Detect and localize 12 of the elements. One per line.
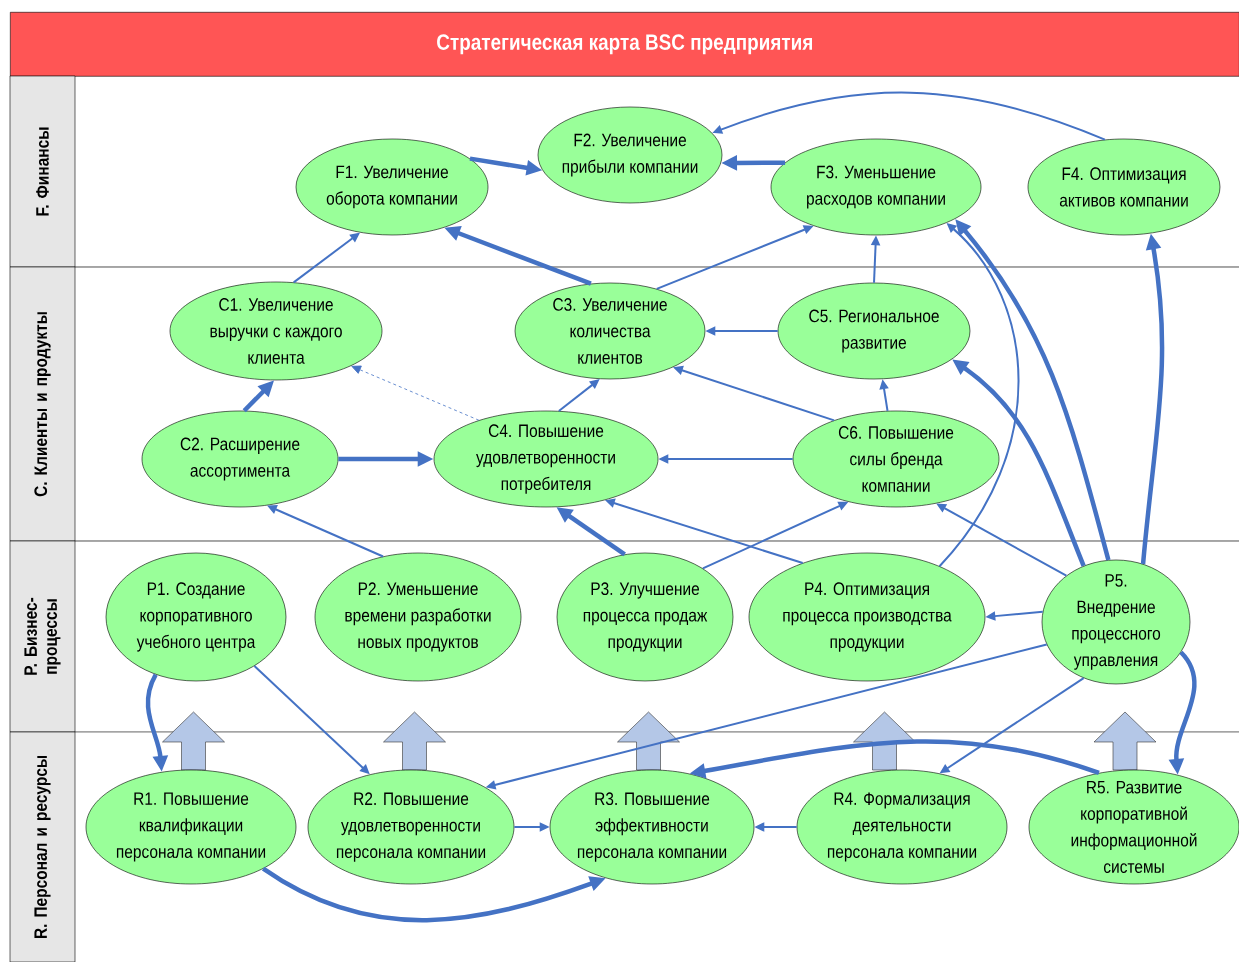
arrow <box>938 223 1020 568</box>
block-arrow <box>617 711 680 771</box>
block-arrow <box>162 711 225 771</box>
lane-header: C. Клиенты и продукты <box>9 266 76 542</box>
lane-header: R. Персонал и ресурсы <box>9 731 76 962</box>
lane-header: F. Финансы <box>9 75 76 268</box>
title-banner: Стратегическая карта BSC предприятия <box>10 12 1239 77</box>
block-arrow <box>853 711 916 771</box>
arrow <box>351 365 480 421</box>
lane-header: P. Бизнес-процессы <box>9 540 76 733</box>
block-arrow <box>383 711 446 771</box>
block-arrow <box>1093 711 1157 771</box>
